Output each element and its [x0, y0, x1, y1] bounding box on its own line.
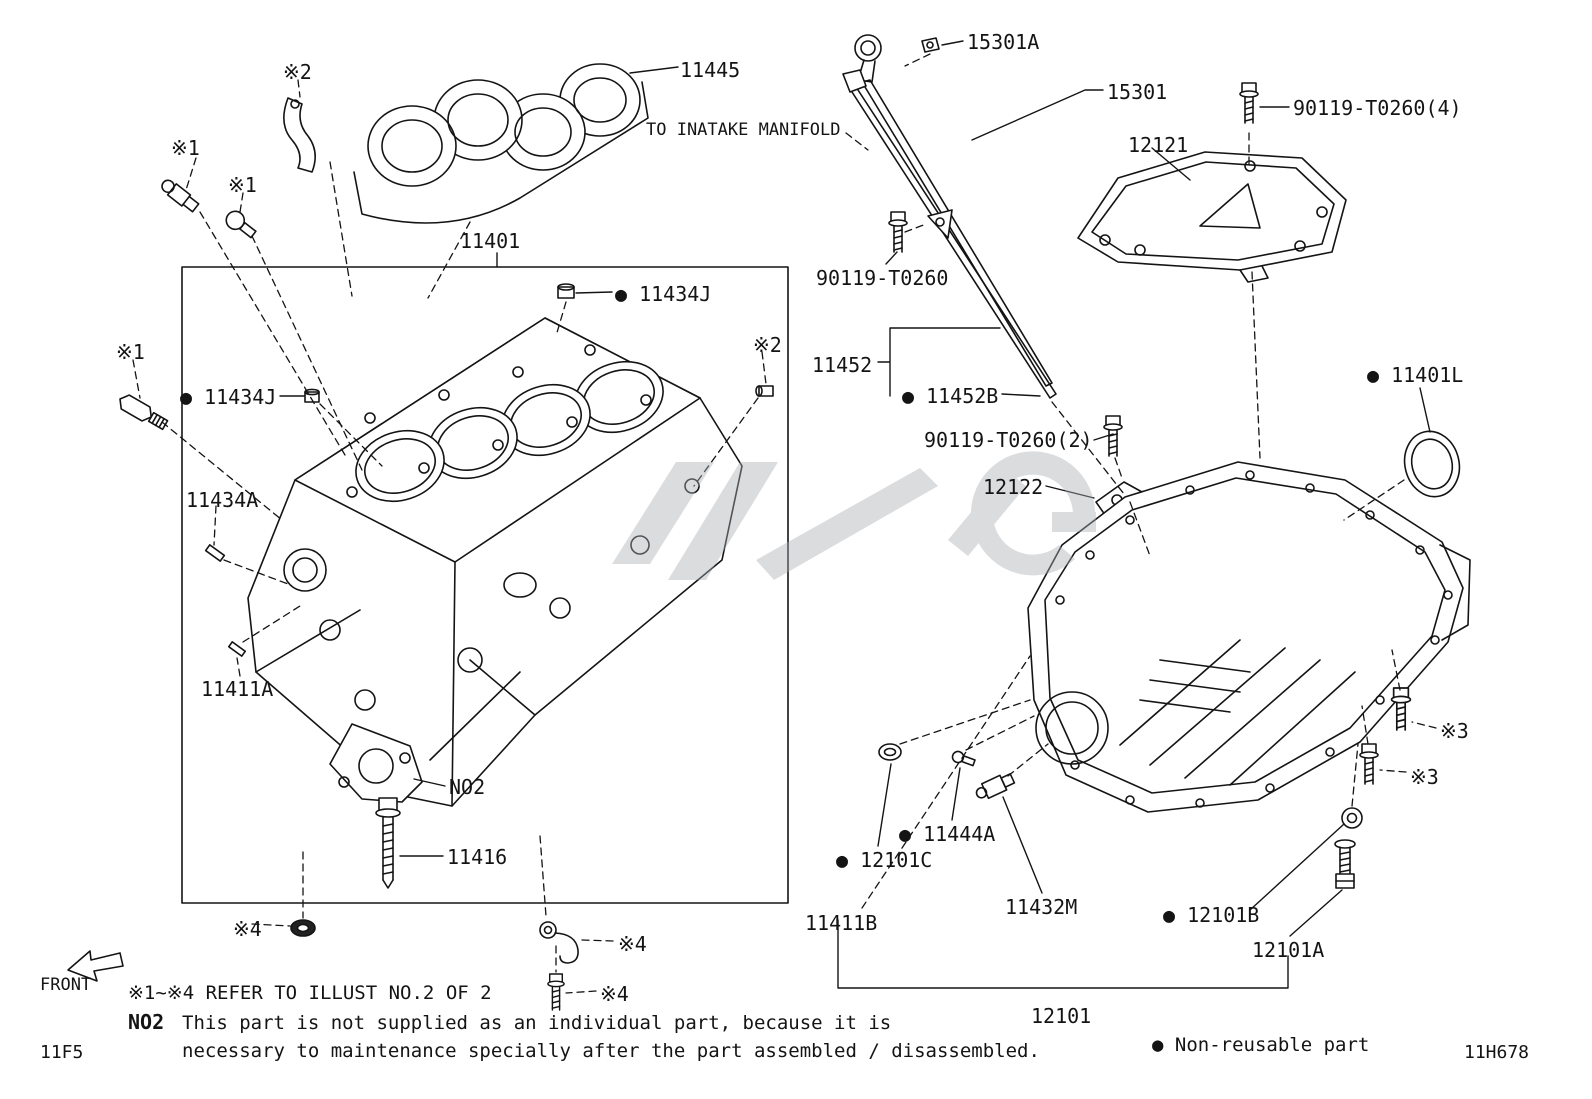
- sensor-ref1-b-drawing: [225, 210, 257, 239]
- part-label-12101: 12101: [1031, 1004, 1092, 1028]
- oil-pan-drawing: [1027, 461, 1471, 813]
- part-label-12101C: ● 12101C: [836, 848, 933, 872]
- no2-note-line2: necessary to maintenance specially after…: [182, 1040, 1040, 1062]
- plug-11434J-b-drawing: [304, 388, 320, 403]
- bolt-11444A-drawing: [951, 750, 976, 767]
- dashed-lines: [132, 53, 1437, 994]
- sheet-code-right: 11H678: [1464, 1042, 1530, 1063]
- part-label-90119-T0260: 90119-T0260: [816, 266, 949, 290]
- part-label-NO2: NO2: [449, 775, 486, 799]
- bolt-90119-T0260-drawing: [888, 211, 908, 253]
- part-label-90119-T0260-2: 90119-T0260(2): [924, 428, 1093, 452]
- watermark-logo: [612, 451, 1096, 580]
- bolt-ref4-drawing: [547, 973, 565, 1011]
- gasket-12101B-drawing: [1341, 807, 1363, 829]
- sheet-code-left: 11F5: [40, 1042, 84, 1063]
- part-ref-1b: ※1: [228, 173, 257, 197]
- plug-11434J-a-drawing: [557, 283, 575, 299]
- block-border-box: [181, 266, 789, 904]
- part-label-11411A: 11411A: [201, 677, 274, 701]
- part-ref-3a: ※3: [1440, 719, 1469, 743]
- bolt-ref3-a-drawing: [1390, 687, 1412, 731]
- no2-note-line1: This part is not supplied as an individu…: [182, 1012, 892, 1034]
- leader-lines: [279, 40, 1431, 989]
- drain-plug-12101A-drawing: [1334, 839, 1356, 889]
- part-label-12121: 12121: [1128, 133, 1189, 157]
- no2-note-key: NO2: [128, 1010, 165, 1034]
- part-label-11434J-a: ● 11434J: [615, 282, 712, 306]
- bolt-ref3-b-drawing: [1359, 743, 1379, 785]
- cylinder-block-drawing: [247, 317, 743, 807]
- bearing-cap-drawing: [329, 723, 423, 803]
- part-label-12122: 12122: [983, 475, 1044, 499]
- manifold-cover-drawing: [353, 63, 649, 224]
- part-ref-4b: ※4: [618, 932, 647, 956]
- part-ref-2b: ※2: [753, 333, 782, 357]
- part-ref-3b: ※3: [1410, 765, 1439, 789]
- part-label-11445: 11445: [680, 58, 741, 82]
- front-arrow-icon: [67, 950, 124, 982]
- part-ref-1c: ※1: [116, 340, 145, 364]
- part-label-12101B: ● 12101B: [1163, 903, 1260, 927]
- nonreusable-note: ● Non-reusable part: [1152, 1034, 1370, 1056]
- part-label-11432M: 11432M: [1005, 895, 1078, 919]
- oil-nozzle-ref4-drawing: [539, 921, 579, 964]
- front-label: FRONT: [40, 975, 92, 995]
- washer-ref4-drawing: [290, 919, 316, 937]
- part-label-11411B: 11411B: [805, 911, 878, 935]
- dipstick-drawing: [854, 34, 1053, 387]
- bracket-ref2-drawing: [283, 97, 316, 173]
- part-label-11401: 11401: [460, 229, 521, 253]
- note-to-intake-manifold: TO INATAKE MANIFOLD: [646, 120, 841, 140]
- part-label-90119-T0260-4: 90119-T0260(4): [1293, 96, 1462, 120]
- part-label-15301A: 15301A: [967, 30, 1040, 54]
- bolt-90119-T0260-4-drawing: [1239, 82, 1259, 124]
- part-label-15301: 15301: [1107, 80, 1168, 104]
- part-ref-2a: ※2: [283, 60, 312, 84]
- part-ref-4a: ※4: [233, 917, 262, 941]
- part-label-12101A: 12101A: [1252, 938, 1325, 962]
- ref-note: ※1~※4 REFER TO ILLUST NO.2 OF 2: [128, 982, 492, 1004]
- clip-15301A-drawing: [921, 37, 940, 53]
- part-label-11452B: ● 11452B: [902, 384, 999, 408]
- part-ref-1a: ※1: [171, 136, 200, 160]
- guide-tube-11452-drawing: [842, 69, 1057, 399]
- part-label-11434J-b: ● 11434J: [180, 385, 277, 409]
- part-label-11434A: 11434A: [186, 488, 259, 512]
- pin-11434A-drawing: [204, 544, 226, 562]
- part-label-11452: 11452: [812, 353, 873, 377]
- plug-ref2-drawing: [755, 385, 774, 397]
- part-label-11416: 11416: [447, 845, 508, 869]
- bolt-11416-drawing: [375, 797, 401, 889]
- sensor-ref1-c-drawing: [119, 394, 169, 431]
- protector-plate-12121-drawing: [1077, 151, 1347, 283]
- sensor-ref1-a-drawing: [161, 179, 200, 213]
- part-label-11444A: ● 11444A: [899, 822, 996, 846]
- part-label-11401L: ● 11401L: [1367, 363, 1464, 387]
- oil-seal-11401L-drawing: [1403, 430, 1461, 498]
- pin-11411A-drawing: [227, 641, 247, 657]
- oil-level-sensor-11432M-drawing: [975, 773, 1016, 800]
- oring-12101C-drawing: [878, 743, 902, 761]
- part-ref-4c: ※4: [600, 982, 629, 1006]
